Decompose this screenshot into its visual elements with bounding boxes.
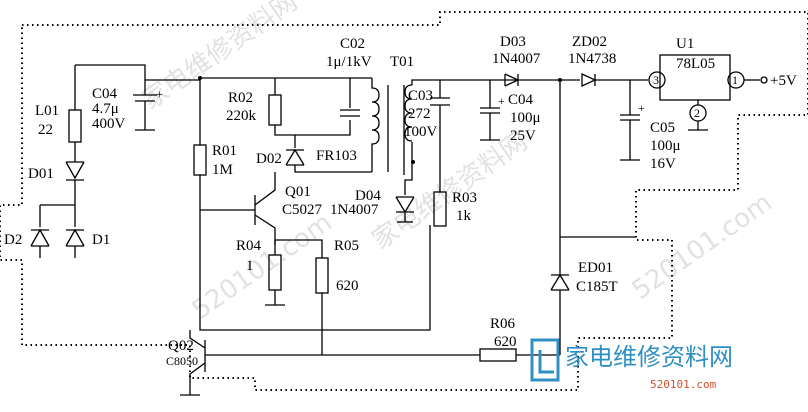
label-d03-ref: D03: [500, 34, 526, 50]
label-c03-ref: C03: [408, 88, 433, 104]
input-section: +: [30, 64, 163, 258]
label-r01-value: 1M: [212, 162, 233, 178]
label-r05-ref: R05: [334, 238, 359, 254]
primary-section: [145, 76, 560, 331]
label-d04-ref: D04: [355, 188, 381, 204]
svg-text:+: +: [638, 101, 645, 115]
label-c03-value: 272: [408, 106, 431, 122]
label-c04a-voltage: 400V: [92, 116, 126, 132]
label-c05-value: 100μ: [650, 138, 681, 154]
label-c05-voltage: 16V: [650, 156, 676, 172]
label-ed01-value: C185T: [576, 279, 618, 295]
regulator-U1: [659, 54, 731, 101]
diode-D02: [285, 148, 305, 166]
label-c02-ref: C02: [340, 36, 365, 52]
label-d1: D1: [92, 232, 110, 248]
watermark-text: 520101.com: [187, 208, 338, 326]
label-r06-ref: R06: [490, 316, 516, 332]
label-t01: T01: [390, 54, 414, 70]
label-r04-ref: R04: [236, 238, 262, 254]
label-r06-value: 620: [494, 334, 517, 350]
resistor-R05: [315, 257, 329, 294]
svg-text:+: +: [498, 94, 505, 108]
label-c05-ref: C05: [650, 120, 675, 136]
label-r03-ref: R03: [452, 190, 477, 206]
label-r01-ref: R01: [212, 143, 237, 159]
transistor-Q01: [254, 172, 329, 355]
diode-D2: [30, 228, 50, 247]
transformer-primary: [371, 78, 380, 172]
output-section: + +: [480, 54, 768, 355]
transformer-secondary: [404, 84, 413, 142]
label-c02-value: 1μ/1kV: [326, 54, 372, 70]
label-output: +5V: [770, 73, 797, 89]
label-r05-value: 620: [336, 278, 359, 294]
label-q02-ref: Q02: [168, 338, 194, 354]
resistor-L01: [68, 109, 82, 143]
resistor-R03: [433, 191, 447, 227]
diode-ED01: [550, 273, 570, 291]
label-l01-value: 22: [38, 122, 53, 138]
label-u1-pin3: 3: [653, 73, 659, 87]
logo-brand-text: 家电维修资料网: [565, 343, 733, 371]
watermark-text: 家电维修资料网: [367, 127, 533, 256]
capacitor-C02: [340, 109, 360, 117]
label-q02-value: C8050: [166, 354, 198, 368]
label-r02-ref: R02: [228, 90, 253, 106]
label-c04a-ref: C04: [92, 86, 118, 102]
zener-ZD02: [581, 72, 597, 88]
label-d03-value: 1N4007: [492, 51, 541, 67]
label-d02-ref: D02: [256, 151, 282, 167]
diode-D03: [504, 73, 520, 87]
capacitor-C04b: [480, 80, 500, 141]
label-u1-pin1: 1: [732, 73, 738, 87]
label-ed01-ref: ED01: [578, 260, 613, 276]
label-c04b-ref: C04: [508, 92, 534, 108]
diode-D1: [65, 228, 85, 247]
label-zd02-value: 1N4738: [568, 51, 616, 67]
resistor-R01: [193, 144, 207, 176]
label-l01-ref: L01: [35, 103, 59, 119]
label-d04-value: 1N4007: [330, 202, 379, 218]
label-r03-value: 1k: [456, 208, 472, 224]
label-c04b-value: 100μ: [510, 110, 541, 126]
logo-mark: [530, 338, 560, 382]
watermark-text: 520101.com: [627, 188, 778, 306]
label-c04a-value: 4.7μ: [92, 101, 119, 117]
label-d2: D2: [4, 232, 22, 248]
capacitor-C05: [620, 80, 640, 161]
label-c04b-voltage: 25V: [510, 128, 536, 144]
resistor-R06: [479, 348, 517, 362]
svg-text:+: +: [156, 87, 163, 101]
label-q01-ref: Q01: [285, 184, 311, 200]
label-zd02-ref: ZD02: [572, 34, 607, 50]
brand-logo: 家电维修资料网 520101.com: [530, 338, 733, 391]
label-u1-pin2: 2: [694, 106, 700, 120]
logo-site-text: 520101.com: [650, 378, 717, 391]
label-c03-voltage: 100V: [404, 124, 438, 140]
labels: C04 4.7μ 400V L01 22 D01 D2 D1 C02 1μ/1k…: [4, 34, 797, 368]
label-u1-ref: U1: [676, 36, 694, 52]
label-r04-value: 1: [246, 258, 254, 274]
label-d02-value: FR103: [316, 148, 357, 164]
transistor-Q02: [180, 330, 560, 396]
label-r02-value: 220k: [226, 108, 257, 124]
diode-D01: [65, 161, 85, 181]
capacitor-C03: [430, 80, 450, 192]
resistor-R02: [268, 94, 282, 126]
label-d01: D01: [28, 166, 54, 182]
label-u1-value: 78L05: [676, 56, 715, 72]
label-q01-value: C5027: [282, 202, 323, 218]
